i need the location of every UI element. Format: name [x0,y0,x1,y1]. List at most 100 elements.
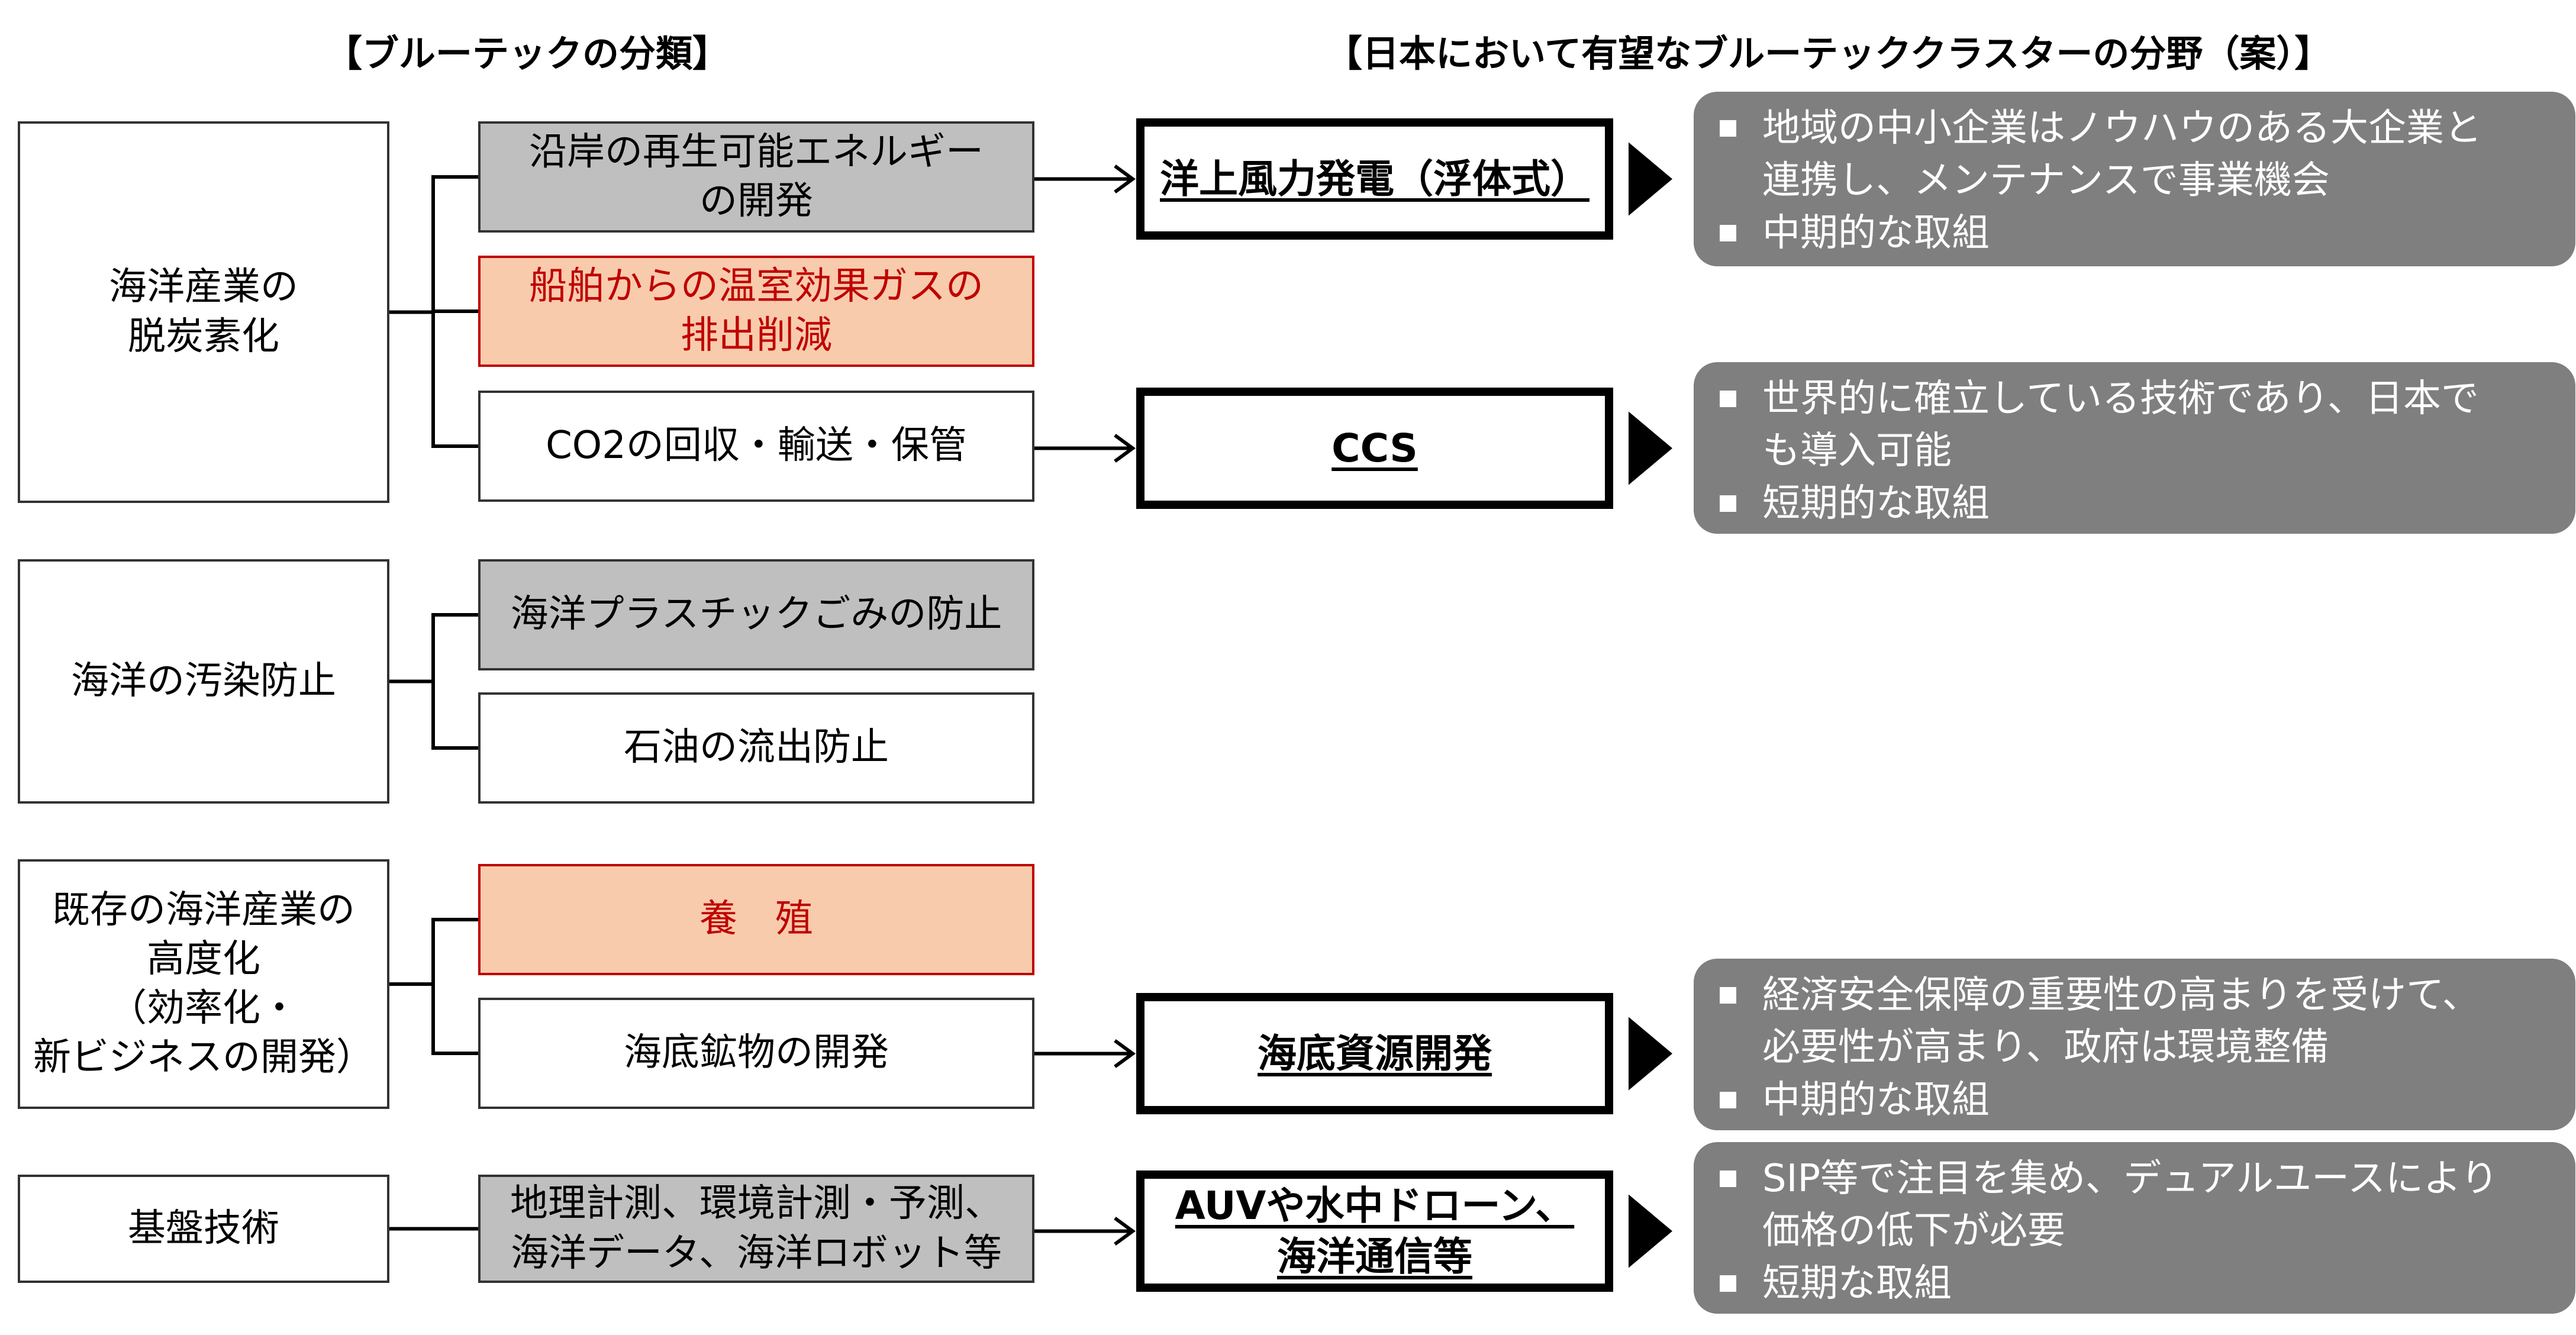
subfield-co2-capture-line: CO2の回収・輸送・保管 [546,424,967,468]
note-bullet-line: 連携し、メンテナンスで事業機会 [1717,154,2552,207]
category-industry-advancement-text: 既存の海洋産業の高度化 （効率化・新ビジネスの開発） [33,886,374,1083]
note-text: 必要性が高まり、政府は環境整備 [1762,1026,2329,1070]
category-decarbonization-line: 海洋産業の [109,265,298,309]
category-industry-advancement-line: 高度化 [147,937,260,981]
note-text: 世界的に確立している技術であり、日本で [1762,377,2479,421]
note-text: SIP等で注目を集め、デュアルユースにより [1762,1157,2498,1201]
note-text: 価格の低下が必要 [1762,1209,2065,1253]
subfield-plastic-waste-text: 海洋プラスチックごみの防止 [511,590,1002,639]
category-base-technology-text: 基盤技術 [128,1204,279,1253]
subfield-aquaculture-line: 養 殖 [699,897,813,941]
category-industry-advancement-line: 既存の海洋産業の [52,888,355,932]
subfield-ship-ghg-reduction-line: 排出削減 [681,314,832,357]
header-promising-fields: 【日本において有望なブルーテッククラスターの分野（案）】 [1326,32,2332,75]
note-bullet-line: SIP等で注目を集め、デュアルユースにより [1717,1153,2552,1205]
category-pollution-prevention-text: 海洋の汚染防止 [71,657,336,706]
note-bullet-line: 価格の低下が必要 [1717,1205,2552,1257]
subfield-coastal-renewable-text: 沿岸の再生可能エネルギーの開発 [529,128,984,226]
subfield-plastic-waste-line: 海洋プラスチックごみの防止 [510,592,1002,637]
cluster-ccs-text: CCS [1331,423,1418,474]
category-base-technology: 基盤技術 [18,1175,389,1283]
triangle-pointer-icon [1629,1017,1672,1091]
note-bullet-line: 経済安全保障の重要性の高まりを受けて、 [1717,969,2552,1021]
subfield-oil-spill-text: 石油の流出防止 [624,723,889,772]
category-pollution-prevention-line: 海洋の汚染防止 [71,659,336,703]
subfield-plastic-waste: 海洋プラスチックごみの防止 [478,559,1034,670]
bullet-square-icon [1720,1275,1736,1292]
note-text: も導入可能 [1762,429,1952,473]
bullet-square-icon [1720,224,1736,241]
cluster-seabed-resources: 海底資源開発 [1136,993,1613,1114]
arrow-head-icon [1114,165,1136,194]
subfield-oil-spill: 石油の流出防止 [478,692,1034,804]
cluster-ccs: CCS [1136,388,1613,509]
category-decarbonization-line: 脱炭素化 [128,314,279,359]
subfield-seabed-minerals-line: 海底鉱物の開発 [624,1031,889,1075]
triangle-pointer-icon [1629,1194,1672,1268]
category-industry-advancement-line: 新ビジネスの開発） [33,1036,374,1080]
subfield-measurement-data-line: 海洋データ、海洋ロボット等 [510,1231,1002,1275]
cluster-auv-drones: AUVや水中ドローン、海洋通信等 [1136,1170,1613,1292]
category-industry-advancement: 既存の海洋産業の高度化 （効率化・新ビジネスの開発） [18,859,389,1109]
subfield-co2-capture: CO2の回収・輸送・保管 [478,391,1034,502]
cluster-seabed-resources-text: 海底資源開発 [1258,1028,1492,1079]
note-bullet-line: も導入可能 [1717,425,2552,477]
arrow-head-icon [1114,1039,1136,1068]
bullet-square-icon [1720,495,1736,512]
header-classification: 【ブルーテックの分類】 [325,32,730,75]
note-text: 中期的な取組 [1762,1078,1990,1122]
note-text: 経済安全保障の重要性の高まりを受けて、 [1762,973,2480,1017]
note-text: 中期的な取組 [1762,211,1990,255]
subfield-co2-capture-text: CO2の回収・輸送・保管 [546,421,967,470]
bullet-square-icon [1720,1170,1736,1187]
bullet-square-icon [1720,120,1736,137]
note-ccs: 世界的に確立している技術であり、日本でも導入可能短期的な取組 [1694,362,2575,534]
category-decarbonization: 海洋産業の脱炭素化 [18,121,389,503]
subfield-ship-ghg-reduction-line: 船舶からの温室効果ガスの [529,264,984,308]
bullet-square-icon [1720,391,1736,407]
note-auv-drones: SIP等で注目を集め、デュアルユースにより価格の低下が必要短期な取組 [1694,1142,2575,1314]
note-bullet-line: 地域の中小企業はノウハウのある大企業と [1717,102,2552,154]
category-decarbonization-text: 海洋産業の脱炭素化 [109,263,298,361]
category-industry-advancement-line: （効率化・ [109,986,298,1030]
subfield-coastal-renewable: 沿岸の再生可能エネルギーの開発 [478,121,1034,233]
arrow-head-icon [1114,1217,1136,1246]
note-text: 地域の中小企業はノウハウのある大企業と [1762,107,2482,150]
bullet-square-icon [1720,1091,1736,1108]
note-offshore-wind: 地域の中小企業はノウハウのある大企業と連携し、メンテナンスで事業機会中期的な取組 [1694,92,2575,266]
note-text: 連携し、メンテナンスで事業機会 [1762,159,2330,203]
cluster-auv-drones-line: 海洋通信等 [1277,1233,1472,1279]
cluster-ccs-line: CCS [1331,425,1418,471]
subfield-measurement-data-line: 地理計測、環境計測・予測、 [510,1182,1002,1226]
subfield-seabed-minerals-text: 海底鉱物の開発 [624,1028,889,1078]
note-seabed-resources: 経済安全保障の重要性の高まりを受けて、必要性が高まり、政府は環境整備中期的な取組 [1694,959,2575,1130]
subfield-coastal-renewable-line: の開発 [699,179,813,223]
cluster-offshore-wind-line: 洋上風力発電（浮体式） [1160,156,1590,202]
note-bullet-line: 短期な取組 [1717,1257,2552,1310]
subfield-measurement-data: 地理計測、環境計測・予測、海洋データ、海洋ロボット等 [478,1175,1034,1283]
subfield-coastal-renewable-line: 沿岸の再生可能エネルギー [529,130,984,174]
note-text: 短期的な取組 [1762,481,1990,525]
subfield-aquaculture-text: 養 殖 [699,895,813,944]
category-base-technology-line: 基盤技術 [128,1206,279,1250]
note-bullet-line: 世界的に確立している技術であり、日本で [1717,373,2552,425]
subfield-measurement-data-text: 地理計測、環境計測・予測、海洋データ、海洋ロボット等 [510,1179,1002,1278]
note-text: 短期な取組 [1762,1261,1952,1305]
arrow-head-icon [1114,434,1136,463]
cluster-seabed-resources-line: 海底資源開発 [1258,1030,1492,1076]
category-pollution-prevention: 海洋の汚染防止 [18,559,389,804]
note-bullet-line: 中期的な取組 [1717,207,2552,259]
cluster-offshore-wind-text: 洋上風力発電（浮体式） [1160,154,1590,205]
cluster-auv-drones-text: AUVや水中ドローン、海洋通信等 [1175,1181,1574,1282]
subfield-seabed-minerals: 海底鉱物の開発 [478,998,1034,1109]
note-bullet-line: 必要性が高まり、政府は環境整備 [1717,1021,2552,1073]
cluster-auv-drones-line: AUVや水中ドローン、 [1175,1182,1575,1228]
bullet-square-icon [1720,987,1736,1004]
subfield-ship-ghg-reduction: 船舶からの温室効果ガスの排出削減 [478,256,1034,367]
triangle-pointer-icon [1629,411,1672,485]
subfield-aquaculture: 養 殖 [478,864,1034,975]
subfield-ship-ghg-reduction-text: 船舶からの温室効果ガスの排出削減 [529,262,984,360]
note-bullet-line: 短期的な取組 [1717,478,2552,530]
subfield-oil-spill-line: 石油の流出防止 [624,725,889,770]
